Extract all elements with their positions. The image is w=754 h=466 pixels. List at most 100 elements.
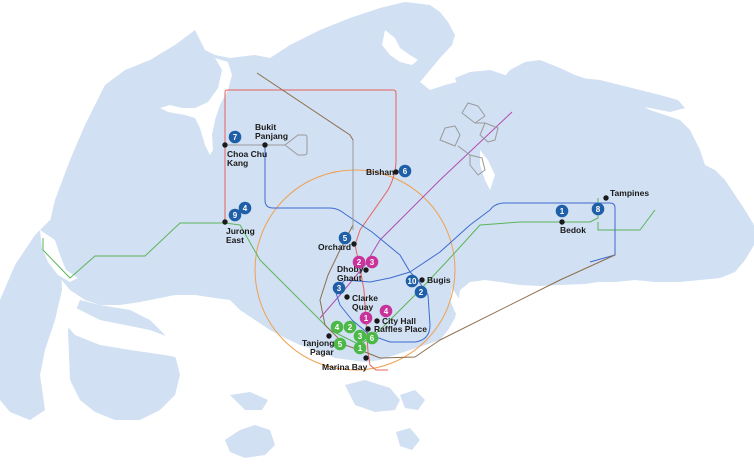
badge-number: 8 [596,205,601,214]
badge-circle [228,130,242,144]
station-label-bedok: Bedok [560,225,586,235]
mrt-lines [42,72,656,371]
badge-number: 1 [358,344,363,353]
attraction-badge-magenta-2[interactable]: 2 [352,255,366,269]
badge-number: 3 [370,258,375,267]
southern-island-2 [345,380,400,412]
attraction-badge-blue-8[interactable]: 8 [591,202,605,216]
badge-circle [332,281,346,295]
attraction-badge-magenta-3[interactable]: 3 [365,255,379,269]
station-dot-clarke-quay[interactable] [344,294,350,300]
badge-circle [338,231,352,245]
badge-circle [555,204,569,218]
kallang-inlet [450,288,475,330]
water-inlets [40,30,495,385]
attraction-badge-blue-5[interactable]: 5 [338,231,352,245]
badge-circle [405,274,419,288]
downtown-line [264,145,616,343]
station-label-orchard: Orchard [318,242,351,252]
southern-island-3 [400,390,425,410]
attraction-badge-green-1[interactable]: 1 [353,341,367,355]
badge-number: 5 [338,340,343,349]
serangoon-inlet [480,150,495,190]
attraction-badge-blue-4[interactable]: 4 [238,201,252,215]
north-east-line [319,111,513,319]
station-label-bishan: Bishan [366,167,394,177]
southern-island-1 [225,425,275,458]
station-dot-bedok[interactable] [559,219,565,225]
badge-number: 7 [233,133,238,142]
station-dots [222,142,609,361]
station-dot-raffles-place[interactable] [365,326,371,332]
badge-number: 4 [335,323,340,332]
badge-number: 9 [233,211,238,220]
station-label-city-hall: City Hall [382,316,416,326]
badge-circle [591,202,605,216]
attraction-badge-green-2[interactable]: 2 [343,320,357,334]
sengkang-punggol-lrt [439,102,499,176]
attraction-badge-blue-7[interactable]: 7 [228,130,242,144]
station-dot-marina-bay[interactable] [363,355,369,361]
badge-circle [359,311,373,325]
seletar-river [382,30,418,65]
circle-line [254,169,456,371]
badge-number: 1 [560,207,565,216]
attraction-badge-blue-6[interactable]: 6 [398,164,412,178]
attraction-badge-blue-2[interactable]: 2 [414,285,428,299]
badge-circle [365,331,379,345]
attraction-badge-blue-3[interactable]: 3 [332,281,346,295]
attraction-badge-blue-9[interactable]: 9 [228,208,242,222]
badge-number: 5 [343,234,348,243]
badge-circle [353,341,367,355]
badge-number: 6 [403,167,408,176]
attraction-badge-magenta-1[interactable]: 1 [359,311,373,325]
badge-number: 2 [348,323,353,332]
badge-circle [365,255,379,269]
attraction-badge-green-5[interactable]: 5 [333,337,347,351]
attraction-badge-magenta-4[interactable]: 4 [379,304,393,318]
badge-circle [398,164,412,178]
station-dot-city-hall[interactable] [374,318,380,324]
station-label-bugis: Bugis [427,275,451,285]
station-dot-bukit-panjang[interactable] [262,142,268,148]
badge-number: 6 [370,334,375,343]
badge-number: 4 [243,204,248,213]
land-masses [0,2,754,458]
station-dot-tanjong-pagar[interactable] [326,333,332,339]
badge-number: 3 [358,332,363,341]
badge-circle [352,255,366,269]
badge-circle [379,304,393,318]
station-label-tampines: Tampines [610,188,649,198]
attraction-badge-green-6[interactable]: 6 [365,331,379,345]
badge-circle [238,201,252,215]
badge-circle [330,320,344,334]
attraction-badge-blue-10[interactable]: 10 [405,274,419,288]
station-dot-tampines[interactable] [603,195,609,201]
western-inlet [40,230,78,282]
pulau-ubin [560,78,685,112]
attraction-badge-green-3[interactable]: 3 [353,329,367,343]
station-dot-jurong-east[interactable] [222,219,228,225]
west-coast-land [0,220,62,420]
attraction-badge-green-4[interactable]: 4 [330,320,344,334]
badge-circle [228,208,242,222]
east-west-line [42,198,656,346]
badge-number: 1 [364,314,369,323]
station-dot-bishan[interactable] [393,169,399,175]
badge-circle [353,329,367,343]
badge-circle [414,285,428,299]
badge-number: 3 [337,284,342,293]
attraction-badge-blue-1[interactable]: 1 [555,204,569,218]
station-dot-dhoby-ghaut[interactable] [363,267,369,273]
station-dot-choa-chu-kang[interactable] [222,142,228,148]
southern-island-4 [396,428,420,450]
station-dot-orchard[interactable] [351,241,357,247]
station-dot-bugis[interactable] [419,277,425,283]
